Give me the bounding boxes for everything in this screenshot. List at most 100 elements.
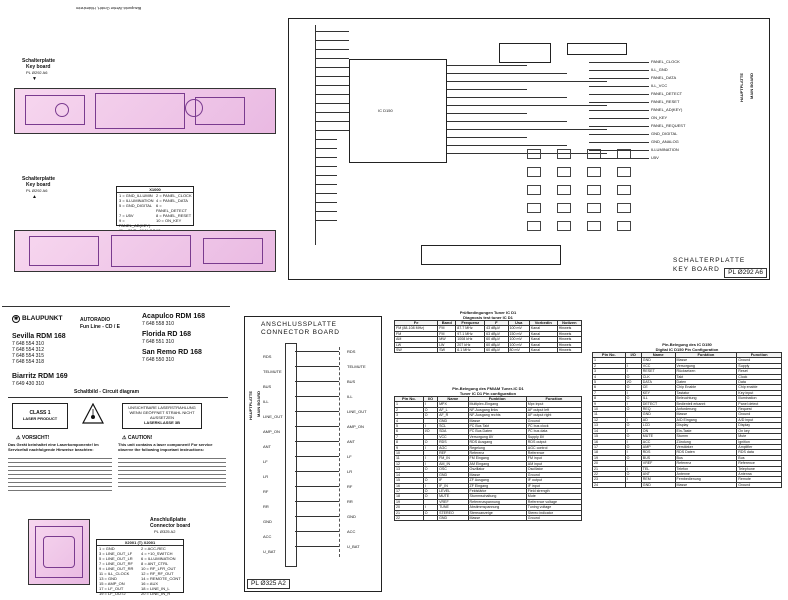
pin-wire	[589, 62, 649, 63]
class1-text: CLASS 1	[29, 410, 51, 416]
pin-wire	[589, 134, 649, 135]
connector-strip	[285, 343, 297, 567]
table-cell: NF-Ausgang links	[467, 406, 527, 414]
wire	[315, 166, 337, 167]
key-switch	[527, 203, 541, 213]
pin-label: GND_ANALOG	[651, 139, 679, 144]
ic-label: IC D150	[378, 108, 393, 113]
x1000-cell: 6 = PANEL_DETECT	[156, 203, 188, 213]
connector-pin-label: AMP_ON	[347, 424, 364, 429]
table-header-cell: Fe	[393, 319, 439, 327]
wire	[315, 121, 349, 122]
connector-wire	[295, 456, 339, 457]
table-cell: Hinweis	[556, 336, 583, 343]
pin-wire	[589, 158, 649, 159]
table-cell: 150 mV	[507, 330, 530, 338]
key-switch	[527, 149, 541, 159]
table-cell: Hinweis	[556, 325, 583, 332]
middle-side-hauptplatte: HAUPTPLATTE	[248, 391, 253, 421]
x2001-cell: 6 = ILLUMINATION	[141, 556, 176, 561]
x2001-cell: 12 = RF_RF_OUT	[141, 571, 174, 576]
pin-wire	[589, 70, 649, 71]
pcb-keyboard-bottom	[14, 230, 276, 272]
pin-wire	[589, 118, 649, 119]
pin-label: PANEL_DATA	[651, 75, 677, 80]
warn-text: UNSICHTBARE LASERSTRAHLUNG WENN GEÖFFNET…	[128, 405, 196, 420]
pin-label: ILL_GND	[651, 67, 668, 72]
pcb-connector-board	[28, 519, 90, 585]
key-switch	[587, 185, 601, 195]
table-cell: 63 dBµV	[484, 330, 509, 338]
key-switch	[527, 221, 541, 231]
arrow-up-icon: ▲	[32, 194, 37, 200]
wire	[447, 129, 607, 130]
pin-label: ON_KEY	[651, 115, 668, 120]
pin-wire	[589, 110, 649, 111]
arrow-down-icon: ▼	[32, 76, 37, 82]
pin-label: U5V	[651, 155, 659, 160]
table-header-cell: Usa	[507, 319, 530, 327]
key-switch	[617, 221, 631, 231]
funline-label: Fun Line - CD / E	[80, 324, 120, 330]
x2001-cell: 19 = LF_OUT2	[99, 591, 126, 596]
table-cell: SW	[437, 346, 457, 354]
table-cell: 22	[394, 514, 424, 522]
wire	[447, 73, 567, 74]
wire	[315, 130, 349, 131]
connector-pin-label-left: GND	[263, 519, 272, 524]
wire	[447, 137, 527, 138]
anschluss-subtitle: Connector board	[150, 523, 191, 529]
table-cell	[624, 481, 642, 489]
schematic-code: PL Ø292 A6	[724, 268, 767, 278]
connector-pin-label: ILL	[347, 394, 353, 399]
pin-wire	[589, 142, 649, 143]
table-header-cell: Function	[525, 395, 583, 403]
table-cell: Kanal	[528, 346, 558, 354]
pin-label: ILLUMINATION	[651, 147, 679, 152]
table-cell: 24	[592, 481, 626, 489]
model-name: Biarritz RDM 169	[12, 373, 68, 380]
laser-warning-icon	[82, 402, 104, 425]
pin-label: ILL_VCC	[651, 83, 668, 88]
connector-pin-label: TELMUTE	[347, 364, 366, 369]
wire	[315, 211, 337, 212]
side-label-hauptplatte: HAUPTPLATTE	[739, 73, 744, 103]
connector-pin-label: RDS	[347, 349, 356, 354]
connector-wire	[295, 441, 339, 442]
wire	[315, 193, 337, 194]
table-cell: 100 mV	[507, 325, 530, 332]
table-cell: Hinweis	[556, 341, 583, 349]
wire	[447, 145, 567, 146]
connector-pin-label: LF	[347, 454, 352, 459]
connector-pin-label: ACC	[347, 529, 356, 534]
connector-pin-label-left: ILL	[263, 399, 269, 404]
table-cell: FM (88-108 MHz)	[393, 325, 439, 332]
middle-side-mainboard: MAIN BOARD	[256, 391, 261, 417]
table-cell: 60 dBµV	[484, 341, 509, 349]
wire	[315, 67, 349, 68]
keyboard2-title: Schalterplatte	[22, 176, 56, 182]
keyboard1-code: PL Ø292 A6	[26, 70, 48, 75]
d1-subtitle: Tuner IC D1 Pin configuration	[459, 391, 517, 396]
model-number: 7 648 554 312	[12, 347, 44, 353]
main-ic: IC D150	[349, 59, 447, 163]
x2001-cell: 14 = REMOTE_CONT	[141, 576, 181, 581]
x1000-cell: 9 = PANEL_AD(KEY)	[119, 218, 151, 228]
side-label-mainboard: MAIN BOARD	[749, 73, 754, 99]
connector-pin-label: LR	[347, 469, 353, 474]
